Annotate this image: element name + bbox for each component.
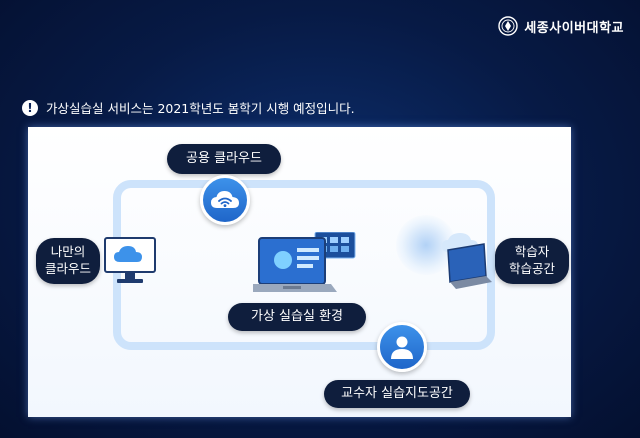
public-cloud-label: 공용 클라우드 <box>167 144 281 174</box>
my-cloud-label: 나만의 클라우드 <box>36 238 100 284</box>
notice: ! 가상실습실 서비스는 2021학년도 봄학기 시행 예정입니다. <box>22 98 355 117</box>
student-space-line-2: 학습공간 <box>508 261 555 276</box>
professor-user-icon <box>377 322 427 372</box>
professor-space-label: 교수자 실습지도공간 <box>324 380 470 408</box>
brand-name: 세종사이버대학교 <box>524 20 624 36</box>
student-space-label: 학습자 학습공간 <box>495 238 569 284</box>
student-space-line-1: 학습자 <box>514 244 550 260</box>
virtual-lab-laptop-icon <box>253 232 356 292</box>
virtual-lab-label: 가상 실습실 환경 <box>228 303 366 331</box>
my-cloud-line-1: 나만의 <box>50 244 86 260</box>
notice-text: 가상실습실 서비스는 2021학년도 봄학기 시행 예정입니다. <box>46 101 355 116</box>
brand-logo: 세종사이버대학교 <box>498 16 624 36</box>
university-seal-icon <box>498 16 519 36</box>
student-laptop-icon <box>442 233 492 289</box>
monitor-cloud-icon <box>104 237 156 283</box>
exclamation-icon: ! <box>22 99 38 116</box>
my-cloud-line-2: 클라우드 <box>44 261 91 276</box>
cloud-wifi-icon <box>200 175 250 225</box>
